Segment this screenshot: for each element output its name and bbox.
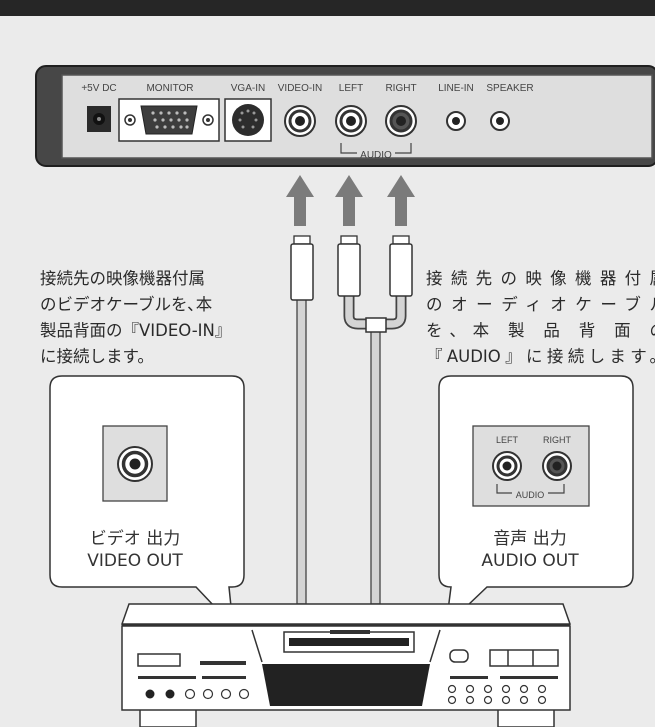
audio-cable-instruction: 接続先の映像機器付属 のオーディオケーブル を、本 製 品 背 面 の 『AUD…: [426, 266, 655, 370]
top-bar: [0, 0, 655, 16]
audio-out-label: 音声 出力 AUDIO OUT: [455, 528, 605, 572]
audio-out-label-jp: 音声 出力: [493, 529, 567, 549]
audio-instruction-line: を、本 製 品 背 面 の: [426, 321, 655, 340]
audio-bracket: [340, 143, 412, 154]
arrow-up-icon: [335, 175, 363, 226]
dc-jack-icon: [87, 106, 111, 132]
port-label-video-in: VIDEO-IN: [278, 83, 322, 94]
speaker-jack-icon: [490, 111, 510, 131]
video-out-label: ビデオ 出力 VIDEO OUT: [60, 528, 210, 572]
video-out-jack-icon: [102, 425, 168, 502]
arrow-up-icon: [387, 175, 415, 226]
video-instruction-line: 接続先の映像機器付属: [40, 269, 205, 288]
audio-instruction-line: 『AUDIO』に接続します。: [426, 347, 655, 366]
port-label-speaker: SPEAKER: [486, 83, 533, 94]
device-back-panel: +5V DC MONITOR VGA-IN VIDEO-IN LEFT RIGH…: [35, 65, 655, 167]
video-instruction-line: のビデオケーブルを､本: [40, 295, 213, 314]
port-label-left: LEFT: [339, 83, 363, 94]
audio-instruction-line: のオーディオケーブル: [426, 295, 655, 314]
port-label-right: RIGHT: [385, 83, 416, 94]
connection-arrows: [286, 175, 415, 226]
port-label-monitor: MONITOR: [146, 83, 193, 94]
audio-cable: [337, 235, 413, 605]
video-out-label-jp: ビデオ 出力: [89, 529, 181, 549]
video-in-jack-icon: [284, 105, 316, 137]
video-instruction-line: に接続します。: [40, 347, 154, 366]
line-in-jack-icon: [446, 111, 466, 131]
port-label-vga-in: VGA-IN: [231, 83, 265, 94]
video-player-device: [120, 603, 572, 727]
audio-out-left-label: LEFT: [496, 435, 519, 445]
audio-instruction-line: 接続先の映像機器付属: [426, 269, 655, 288]
vga-in-port-icon: [224, 98, 272, 142]
audio-right-jack-icon: [385, 105, 417, 137]
monitor-port-icon: [118, 98, 220, 142]
audio-out-right-label: RIGHT: [543, 435, 572, 445]
audio-out-jacks-icon: LEFT RIGHT AUDIO: [472, 425, 590, 507]
port-label-line-in: LINE-IN: [438, 83, 474, 94]
port-label-5v-dc: +5V DC: [81, 83, 116, 94]
audio-out-label-en: AUDIO OUT: [481, 551, 579, 571]
audio-bracket-label: AUDIO: [360, 150, 392, 161]
video-out-label-en: VIDEO OUT: [87, 551, 183, 571]
video-cable: [290, 235, 314, 605]
arrow-up-icon: [286, 175, 314, 226]
audio-left-jack-icon: [335, 105, 367, 137]
video-cable-instruction: 接続先の映像機器付属 のビデオケーブルを､本 製品背面の『VIDEO-IN』 に…: [40, 266, 231, 370]
audio-out-bracket-label: AUDIO: [516, 490, 545, 500]
video-instruction-line: 製品背面の『VIDEO-IN』: [40, 321, 232, 340]
